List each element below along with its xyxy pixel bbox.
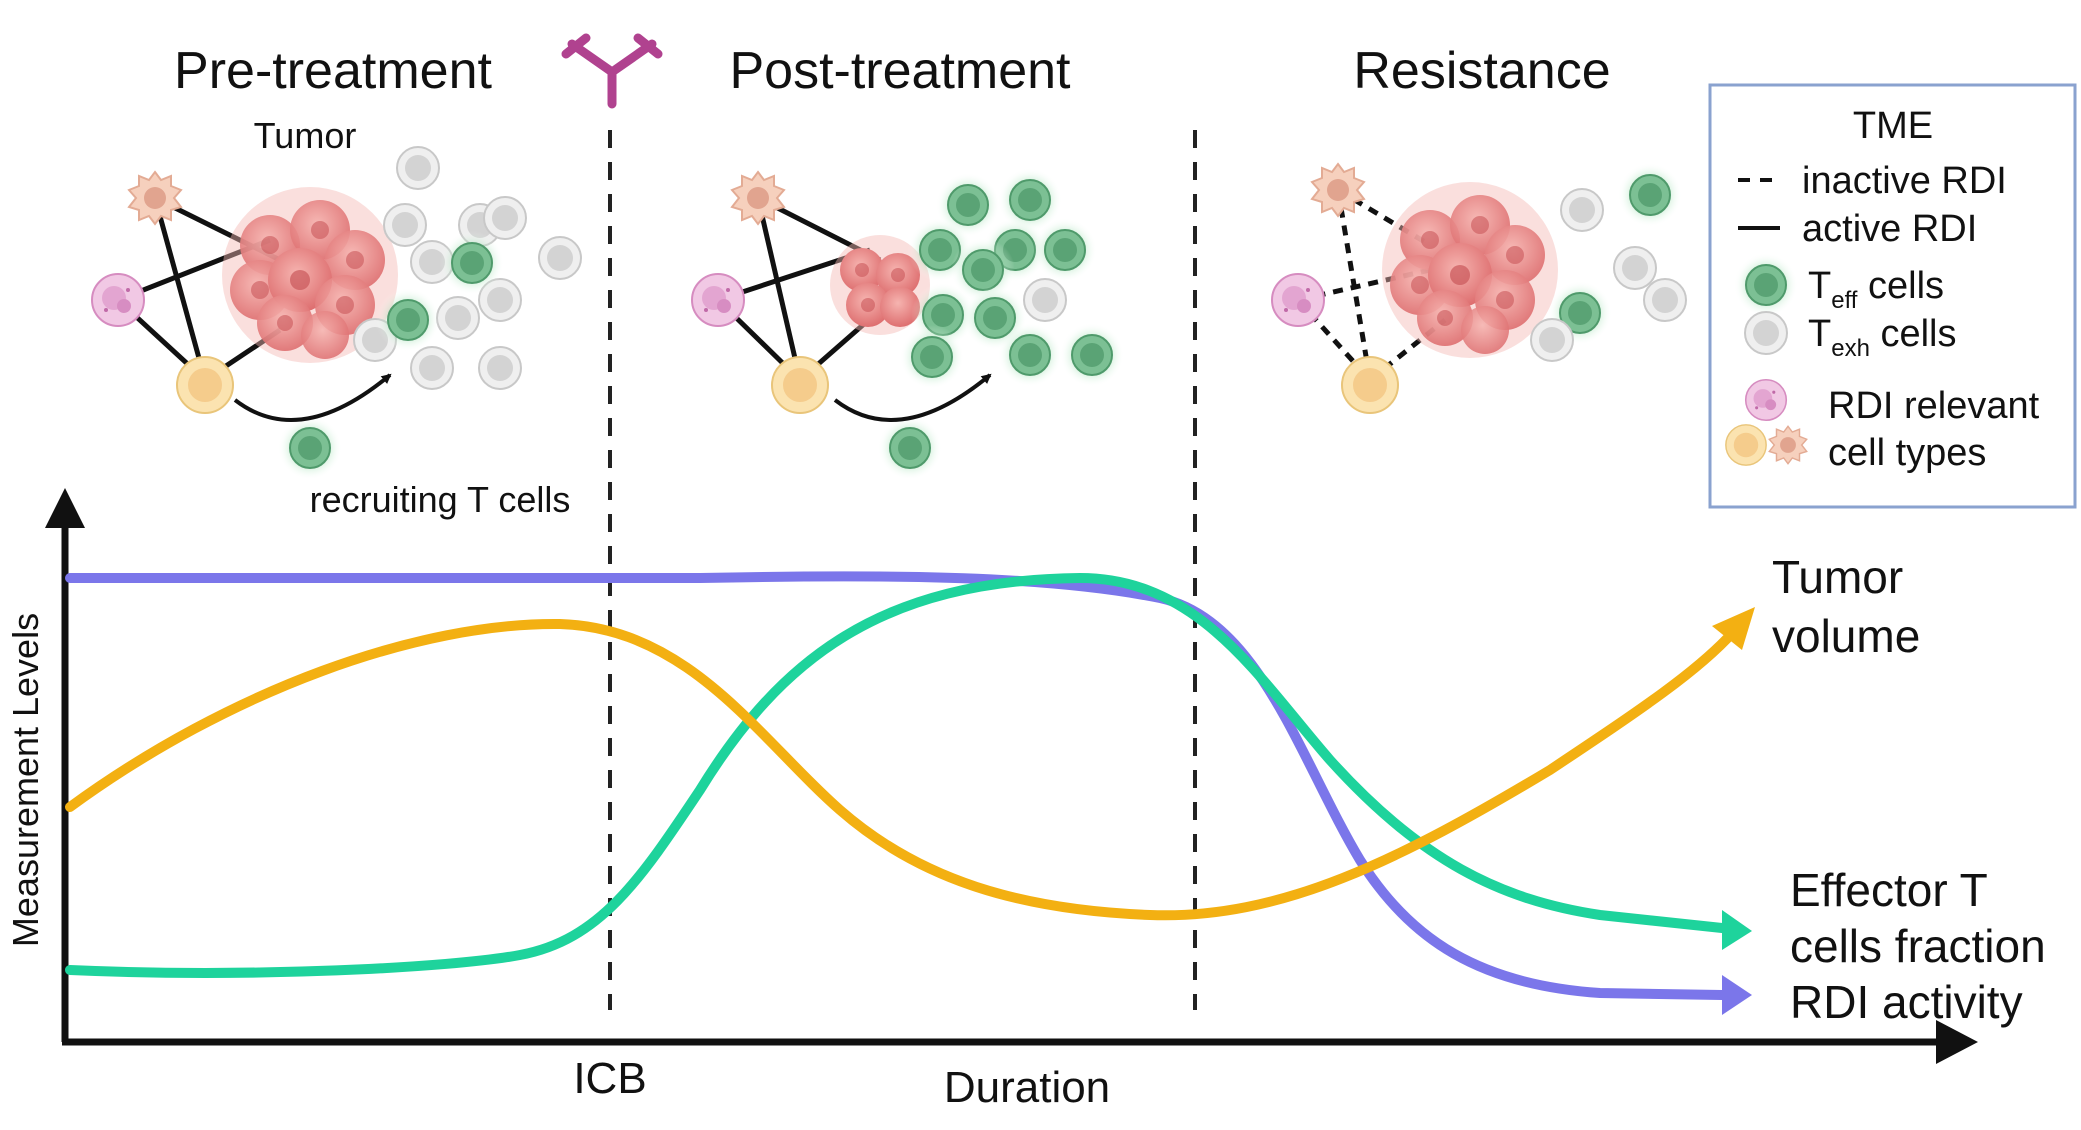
- antibody-icon: [561, 33, 663, 109]
- y-axis-arrowhead: [45, 488, 85, 528]
- tumor-volume-label-line2: volume: [1772, 610, 1920, 662]
- phase-title-resistance: Resistance: [1353, 42, 1610, 100]
- pre-treatment-tme: Tumor recruiting T cells: [91, 115, 582, 520]
- tumor-volume-label-line1: Tumor: [1772, 551, 1903, 603]
- tumor-volume-curve: [65, 618, 1740, 921]
- rdi-pink-cell-icon: [1744, 378, 1788, 422]
- legend-rdi-line1: RDI relevant: [1828, 385, 2040, 427]
- teff-cell-icon: [1733, 252, 1799, 318]
- post-treatment-tme: [691, 167, 1125, 481]
- y-axis-label: Measurement Levels: [5, 613, 46, 947]
- phase-title-post: Post-treatment: [729, 42, 1071, 100]
- tumor-volume-arrowhead: [1712, 607, 1755, 650]
- effector-t-cells-arrowhead: [1722, 910, 1752, 950]
- x-axis-arrowhead: [1936, 1020, 1978, 1064]
- macrophage-cell-icon: [176, 356, 234, 414]
- icb-label: ICB: [573, 1054, 646, 1103]
- x-axis-label: Duration: [944, 1063, 1110, 1112]
- rdi-activity-curve: [65, 571, 1727, 1000]
- phase-title-pre: Pre-treatment: [174, 42, 492, 100]
- rdi-activity-arrowhead: [1722, 975, 1752, 1015]
- rdi-yellow-cell-icon: [1725, 424, 1767, 466]
- legend-active-rdi: active RDI: [1802, 208, 1977, 250]
- neutrophil-cell-icon: [91, 273, 145, 327]
- rdi-activity-label: RDI activity: [1790, 976, 2023, 1028]
- legend-rdi-line2: cell types: [1828, 432, 1986, 474]
- resistance-tme: [1271, 162, 1687, 414]
- recruiting-t-cells-label: recruiting T cells: [310, 479, 571, 520]
- legend-inactive-rdi: inactive RDI: [1802, 160, 2007, 202]
- texh-cell-icon: [1744, 311, 1788, 355]
- legend-texh: Texh cells: [1808, 313, 1957, 362]
- legend: TME inactive RDI active RDI Teff cells T…: [1708, 83, 2077, 509]
- tumor-label: Tumor: [254, 115, 357, 156]
- effector-t-cells-curve: [65, 572, 1727, 978]
- effector-label-line2: cells fraction: [1790, 920, 2046, 972]
- legend-teff: Teff cells: [1808, 265, 1944, 314]
- legend-title: TME: [1853, 105, 1933, 147]
- fibroblast-cell-icon: [128, 171, 182, 225]
- axes: Measurement Levels Duration ICB: [5, 488, 1978, 1112]
- curves: [65, 571, 1755, 1015]
- effector-label-line1: Effector T: [1790, 864, 1988, 916]
